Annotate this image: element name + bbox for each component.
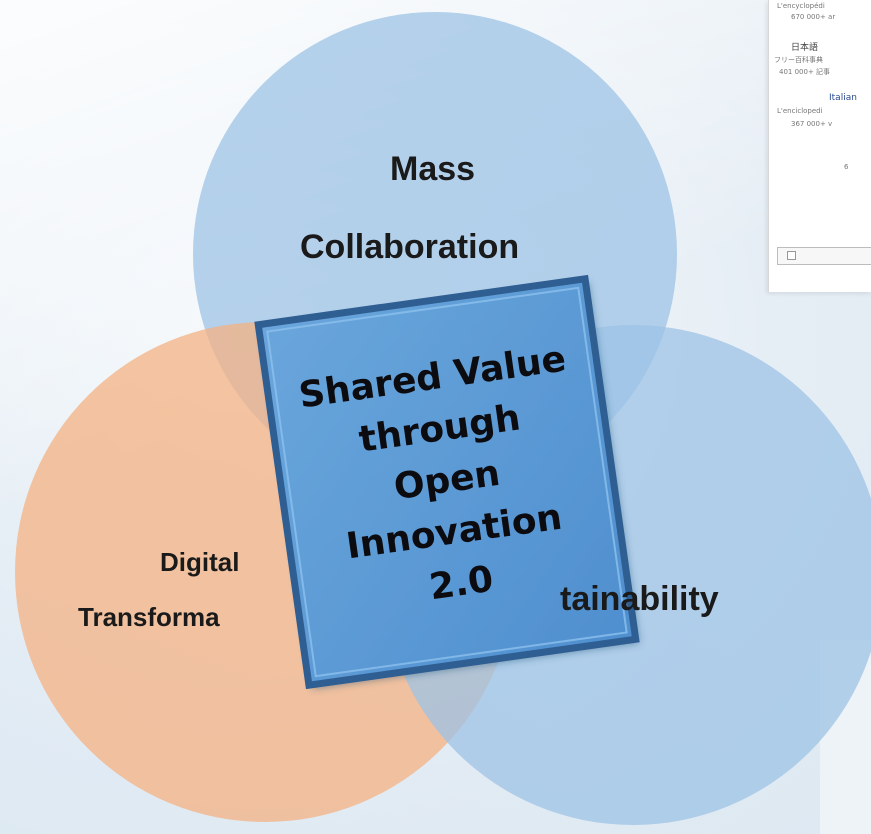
background-wikipedia-screenshot: L'encyclopédi 670 000+ ar 日本語 フリー百科事典 40… <box>768 0 871 292</box>
label-sustainability: tainability <box>560 580 719 618</box>
center-box-face <box>258 278 636 686</box>
wiki-checkbox <box>787 251 796 260</box>
center-box-bevel <box>254 274 640 690</box>
wiki-heading-japanese: 日本語 <box>791 43 819 53</box>
label-digital: Digital <box>160 547 240 577</box>
label-collaboration: Collaboration <box>300 228 520 266</box>
wiki-line: フリー百科事典 <box>774 56 823 64</box>
wiki-heading-italian: Italian <box>829 93 857 103</box>
wiki-line: 367 000+ v <box>791 120 833 128</box>
center-line: 2.0 <box>426 558 496 609</box>
wiki-line: 670 000+ ar <box>791 13 836 21</box>
label-mass: Mass <box>390 150 476 188</box>
center-box-inner-highlight <box>266 286 628 678</box>
wiki-line: 6 <box>844 163 849 171</box>
wiki-line: 401 000+ 記事 <box>779 68 831 76</box>
wiki-search-box <box>777 247 871 265</box>
label-transformation: Transforma <box>78 602 220 632</box>
wiki-line: L'encyclopédi <box>777 2 825 10</box>
center-title: Shared Value through Open Innovation 2.0 <box>258 275 636 687</box>
wiki-line: L'enciclopedi <box>777 107 823 115</box>
center-box <box>254 274 640 690</box>
